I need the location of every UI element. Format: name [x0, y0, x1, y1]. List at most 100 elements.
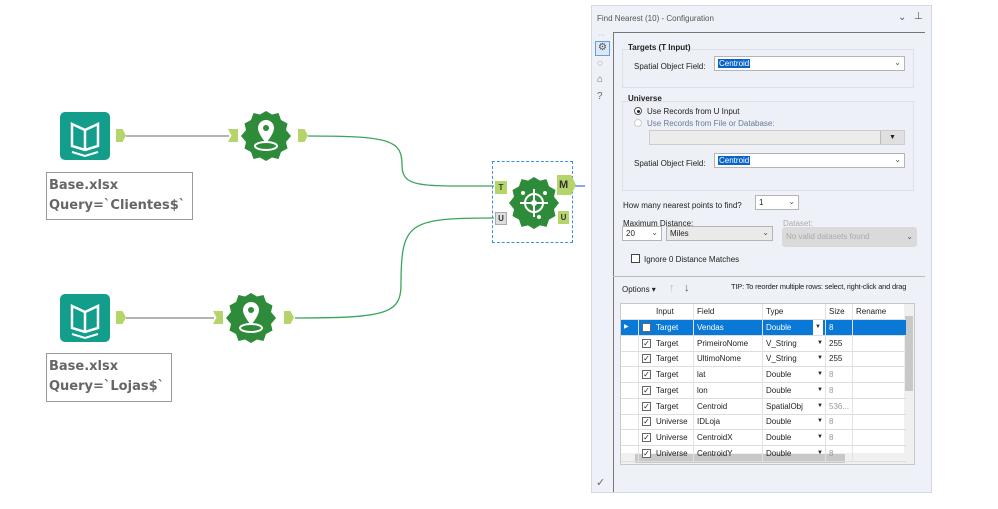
universe-output-anchor[interactable]: U [558, 211, 569, 224]
row-selector[interactable]: ▶ [621, 320, 639, 336]
move-down-icon[interactable]: ↓ [684, 282, 690, 294]
move-up-icon[interactable]: ↑ [669, 282, 675, 294]
radio-file-database[interactable] [634, 119, 642, 127]
dropdown-arrow-icon[interactable]: ▼ [817, 371, 823, 378]
cell-field[interactable]: Centroid [694, 398, 763, 415]
dropdown-arrow-icon[interactable]: ▼ [817, 386, 823, 393]
field-checkbox[interactable]: ✓ [642, 323, 651, 332]
field-checkbox[interactable]: ✓ [642, 370, 651, 380]
cell-rename[interactable] [853, 336, 906, 352]
cell-type[interactable]: SpatialObj▼ [763, 398, 826, 415]
column-header-field[interactable]: Field [694, 304, 763, 320]
cell-size[interactable]: 8 [826, 320, 853, 336]
target-input-anchor[interactable]: T [495, 181, 507, 194]
pin-icon[interactable]: ⊥ [914, 11, 923, 22]
output-anchor[interactable] [284, 311, 294, 324]
cell-rename[interactable] [853, 351, 906, 367]
cell-rename[interactable] [853, 446, 906, 462]
column-header-rename[interactable]: Rename [856, 307, 887, 316]
view-icon[interactable]: ◌ [597, 58, 603, 69]
cell-type[interactable]: Double▼ [763, 445, 826, 462]
find-nearest-tool[interactable]: T U M U [492, 161, 576, 243]
dropdown-arrow-icon[interactable]: ▼ [817, 339, 823, 346]
cell-field[interactable]: Vendas [694, 320, 763, 336]
targets-spatial-select[interactable]: Centroid⌄ [714, 56, 905, 71]
field-checkbox[interactable]: ✓ [642, 385, 651, 395]
cell-type[interactable]: V_String▼ [763, 351, 826, 368]
universe-spatial-select[interactable]: Centroid⌄ [714, 153, 905, 168]
distance-units-select[interactable]: Miles⌄ [666, 226, 773, 241]
row-selector[interactable] [621, 351, 639, 368]
dropdown-arrow-icon[interactable]: ▼ [880, 131, 904, 144]
cell-type[interactable]: Double▼ [763, 367, 826, 384]
output-anchor[interactable] [298, 129, 308, 142]
cell-size[interactable]: 8 [826, 414, 853, 431]
input-anchor[interactable] [228, 129, 238, 142]
tag-icon[interactable]: ⌂ [597, 74, 604, 85]
output-anchor[interactable] [116, 129, 126, 142]
cell-type[interactable]: V_String▼ [763, 335, 826, 352]
field-checkbox[interactable]: ✓ [642, 417, 651, 427]
output-anchor[interactable] [116, 311, 126, 324]
matches-output-anchor[interactable]: M [557, 175, 576, 195]
row-selector[interactable] [621, 414, 639, 431]
cell-rename[interactable] [853, 320, 906, 336]
row-selector[interactable] [621, 445, 639, 462]
cell-field[interactable]: lat [694, 367, 763, 384]
cell-size[interactable]: 255 [826, 351, 853, 368]
dropdown-arrow-icon[interactable]: ▼ [817, 355, 823, 362]
cell-type[interactable]: Double▼ [763, 429, 826, 446]
dropdown-arrow-icon[interactable]: ▼ [817, 449, 823, 456]
vertical-scrollbar[interactable] [904, 304, 914, 454]
dropdown-arrow-icon[interactable]: ▼ [817, 402, 823, 409]
file-database-input[interactable]: ▼ [649, 130, 905, 145]
collapse-chevron-icon[interactable]: ⌄ [898, 12, 907, 23]
row-selector[interactable] [621, 335, 639, 352]
column-header-type[interactable]: Type [763, 304, 826, 320]
cell-rename[interactable] [853, 383, 906, 399]
field-checkbox[interactable]: ✓ [642, 338, 651, 348]
ignore-zero-checkbox[interactable] [631, 254, 640, 263]
book-icon[interactable] [60, 112, 110, 160]
cell-field[interactable]: CentroidY [694, 445, 763, 462]
cell-size[interactable]: 255 [826, 335, 853, 352]
cell-field[interactable]: lon [694, 382, 763, 399]
universe-input-anchor[interactable]: U [495, 212, 507, 225]
dropdown-arrow-icon[interactable]: ▼ [813, 320, 823, 335]
cell-type[interactable]: Double▼ [763, 320, 826, 336]
cell-type[interactable]: Double▼ [763, 414, 826, 431]
cell-rename[interactable] [853, 430, 906, 446]
field-checkbox[interactable]: ✓ [642, 354, 651, 364]
cell-size[interactable]: 8 [826, 367, 853, 384]
cell-rename[interactable] [853, 414, 906, 430]
radio-u-input[interactable] [634, 107, 642, 115]
dropdown-arrow-icon[interactable]: ▼ [817, 418, 823, 425]
nearest-count-select[interactable]: 1⌄ [755, 195, 799, 210]
gear-icon[interactable]: ⚙ [595, 41, 610, 56]
cell-field[interactable]: CentroidX [694, 429, 763, 446]
column-header-size[interactable]: Size [826, 304, 853, 320]
cell-type[interactable]: Double▼ [763, 382, 826, 399]
book-icon[interactable] [60, 294, 110, 342]
field-checkbox[interactable]: ✓ [642, 448, 651, 458]
input-anchor[interactable] [213, 311, 223, 324]
max-distance-select[interactable]: 20⌄ [622, 226, 662, 241]
options-menu-button[interactable]: Options ▾ [622, 285, 656, 294]
cell-field[interactable]: IDLoja [694, 414, 763, 431]
horizontal-scrollbar[interactable] [621, 453, 914, 464]
cell-rename[interactable] [853, 367, 906, 383]
help-icon[interactable]: ? [597, 91, 603, 102]
field-checkbox[interactable]: ✓ [642, 401, 651, 411]
cell-size[interactable]: 8 [826, 429, 853, 446]
cell-size[interactable]: 536... [826, 398, 853, 415]
cell-rename[interactable] [853, 399, 906, 415]
